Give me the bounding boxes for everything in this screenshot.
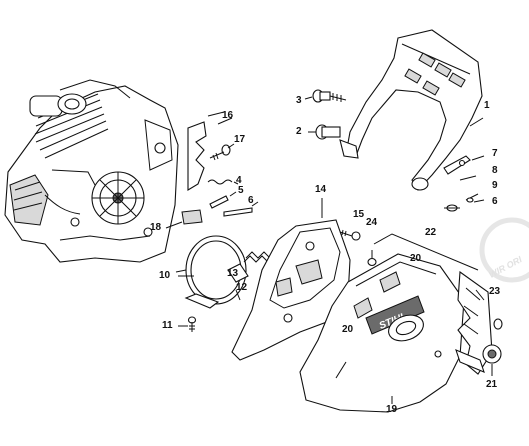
callout-12: 12: [236, 282, 248, 293]
callout-7: 7: [492, 148, 498, 159]
part-19-sprocket-cover: STIHL: [299, 253, 465, 413]
leader-23: [475, 289, 485, 301]
part-21-nut: [482, 344, 502, 376]
part-7-spring-clip: [443, 155, 485, 175]
callout-3: 3: [296, 95, 302, 106]
part-2-bushing: [308, 124, 341, 140]
part-14-brake-housing: [231, 198, 351, 361]
callout-24: 24: [366, 217, 378, 228]
part-8-spacer: [459, 175, 477, 181]
leader-1: [469, 117, 484, 127]
watermark: WIR ORI: [479, 217, 529, 283]
part-15-screw: [339, 229, 361, 241]
callout-6-left: 6: [248, 195, 254, 206]
flywheel: [91, 171, 145, 225]
part-17-screw: [209, 143, 235, 161]
callout-20-top: 20: [410, 253, 422, 264]
part-4-spring: [207, 179, 239, 185]
callout-17: 17: [234, 134, 246, 145]
callout-14: 14: [315, 184, 327, 195]
part-24-screw: [367, 250, 377, 267]
callout-9: 9: [492, 180, 498, 191]
part-9-washer: [444, 193, 479, 212]
part-23-guide-plate: [455, 270, 503, 375]
part-11-screw: [178, 316, 197, 332]
part-6-nut-right: [466, 197, 485, 203]
callout-23: 23: [489, 286, 501, 297]
callout-10: 10: [159, 270, 171, 281]
callout-13: 13: [227, 268, 239, 279]
part-10-brake-band: [175, 235, 247, 309]
callout-6-right: 6: [492, 196, 498, 207]
callout-16: 16: [222, 110, 234, 121]
engine-assembly: [4, 79, 179, 263]
leader-22: [373, 233, 479, 271]
callout-8: 8: [492, 165, 498, 176]
leader-20: [335, 361, 347, 379]
callout-22: 22: [425, 227, 437, 238]
cylinder-fins: [29, 79, 131, 159]
callout-18: 18: [150, 222, 162, 233]
callout-2: 2: [296, 126, 302, 137]
callout-21: 21: [486, 379, 498, 390]
part-1-hand-guard: [339, 29, 483, 191]
callout-15: 15: [353, 209, 365, 220]
part-5-pin: [209, 191, 237, 209]
part-6-rod: [223, 201, 259, 217]
callout-11: 11: [162, 320, 173, 331]
part-16-bracket: [187, 111, 225, 191]
part-13-sleeve: [227, 263, 249, 283]
part-18-block: [165, 209, 203, 229]
callout-20-left: 20: [342, 324, 354, 335]
part-3-screw: [304, 89, 347, 103]
callout-4: 4: [236, 175, 242, 186]
callout-1: 1: [484, 100, 490, 111]
leader-16: [217, 117, 233, 125]
callout-5: 5: [238, 185, 244, 196]
watermark-text: WIR ORI: [487, 254, 524, 280]
callout-19: 19: [386, 404, 398, 415]
